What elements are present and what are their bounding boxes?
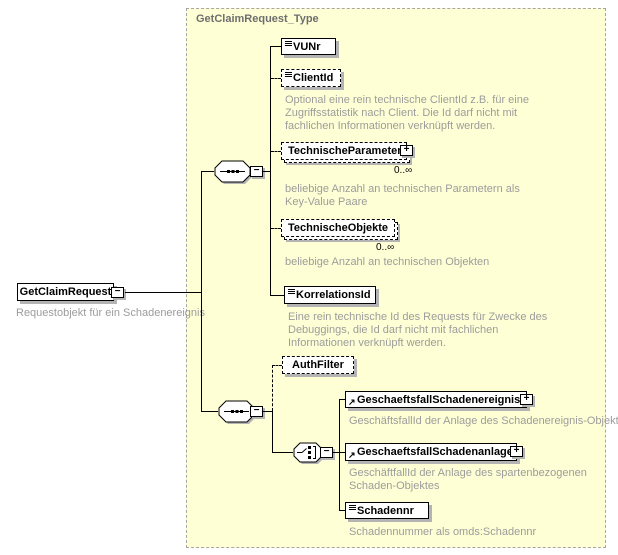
element-geschaeftsfallschadenereignis[interactable]: ↗ GeschaeftsfallSchadenereignis [345, 391, 527, 408]
annotation-geschaeftsfallschadenanlage: GeschäftfallId der Anlage des spartenbez… [349, 467, 587, 493]
element-label: GetClaimRequest [19, 286, 112, 298]
choice-compositor[interactable] [293, 442, 326, 471]
minus-icon: − [114, 286, 121, 297]
occurrence-label: 0..∞ [394, 165, 413, 176]
annotation-korrelationsid: Eine rein technische Id des Requests für… [288, 311, 547, 350]
sequence-compositor[interactable] [218, 400, 258, 431]
element-label: KorrelationsId [296, 289, 371, 301]
element-reference-icon: ↗ [348, 450, 356, 460]
annotation-line: Schaden-Objektes [349, 480, 440, 492]
connector [271, 151, 281, 152]
plus-icon: + [403, 144, 410, 155]
element-label: Schadennr [357, 504, 414, 517]
connector [263, 411, 272, 412]
minus-icon: − [253, 405, 260, 416]
annotation-clientid: Optional eine rein technische ClientId z… [285, 94, 529, 133]
annotation-line: Schadennummer als omds:Schadennr [349, 526, 537, 538]
annotation-geschaeftsfallschadenereignis: GeschäftsfallId der Anlage des Schadener… [349, 415, 618, 428]
choice-icon [293, 442, 324, 464]
element-label: TechnischeObjekte [288, 222, 389, 234]
collapse-minus-button[interactable]: − [250, 406, 263, 417]
text-content-icon [349, 505, 356, 510]
element-technische-parameter[interactable]: TechnischeParameter [281, 142, 410, 163]
element-label: GeschaeftsfallSchadenanlage [357, 446, 513, 458]
element-getclaimrequest[interactable]: GetClaimRequest [17, 283, 114, 301]
element-geschaeftsfallschadenanlage[interactable]: ↗ GeschaeftsfallSchadenanlage [345, 443, 517, 461]
annotation-line: GeschäftfallId der Anlage des spartenbez… [349, 467, 587, 479]
element-label: ClientId [293, 72, 334, 84]
connector [271, 228, 281, 229]
minus-icon: − [323, 446, 330, 457]
annotation-line: Optional eine rein technische ClientId z… [285, 94, 529, 106]
text-content-icon [285, 41, 292, 46]
connector [272, 411, 273, 452]
element-label: GeschaeftsfallSchadenereignis [357, 393, 521, 406]
text-content-icon [288, 289, 295, 294]
sequence-icon [218, 400, 256, 424]
collapse-minus-button[interactable]: − [111, 287, 124, 298]
annotation-line: Requestobjekt für ein Schadenereignis [16, 307, 205, 319]
sequence-icon [214, 160, 252, 184]
connector [340, 452, 345, 453]
expand-plus-button[interactable]: + [520, 394, 533, 405]
annotation-line: Key-Value Paare [285, 196, 368, 208]
connector [272, 365, 282, 366]
annotation-line: Debuggings, die Id darf nicht mit fachli… [288, 324, 499, 336]
minus-icon: − [253, 165, 260, 176]
connector [271, 295, 284, 296]
connector [340, 399, 345, 400]
connector [202, 171, 214, 172]
connector [333, 452, 339, 453]
connector [270, 46, 271, 296]
annotation-line: GeschäftsfallId der Anlage des Schadener… [349, 415, 618, 427]
element-authfilter[interactable]: AuthFilter [282, 356, 354, 374]
connector [271, 78, 281, 79]
annotation-line: Eine rein technische Id des Requests für… [288, 311, 548, 323]
element-clientid[interactable]: ClientId [281, 69, 341, 87]
collapse-minus-button[interactable]: − [250, 166, 263, 177]
annotation-line: Informationen verknüpft werden. [288, 337, 446, 349]
annotation-line: beliebige Anzahl an technischen Paramete… [285, 183, 520, 195]
connector [339, 399, 340, 511]
element-label: AuthFilter [292, 359, 344, 371]
connector [340, 510, 345, 511]
connector [271, 46, 281, 47]
annotation-schadennr: Schadennummer als omds:Schadennr [349, 526, 536, 539]
collapse-minus-button[interactable]: − [320, 447, 333, 458]
annotation-technische-parameter: beliebige Anzahl an technischen Paramete… [285, 183, 520, 209]
element-korrelationsid[interactable]: KorrelationsId [284, 286, 376, 304]
element-reference-icon: ↗ [348, 397, 356, 407]
expand-plus-button[interactable]: + [400, 145, 413, 156]
sequence-compositor[interactable] [214, 160, 254, 191]
connector [202, 411, 218, 412]
text-content-icon [285, 72, 292, 77]
annotation-line: fachlichen Informationen verknüpft werde… [285, 120, 496, 132]
connector [272, 452, 293, 453]
element-label: TechnischeParameter [288, 145, 402, 157]
connector [125, 292, 202, 293]
annotation-line: beliebige Anzahl an technischen Objekten [285, 256, 490, 268]
element-vunr[interactable]: VUNr [281, 38, 336, 55]
annotation-line: Zugriffsstatistik nach Client. Die Id da… [285, 107, 518, 119]
plus-icon: + [513, 445, 520, 456]
annotation-technische-objekte: beliebige Anzahl an technischen Objekten [285, 256, 489, 269]
plus-icon: + [523, 393, 530, 404]
expand-plus-button[interactable]: + [510, 446, 523, 457]
occurrence-label: 0..∞ [376, 242, 395, 253]
connector [272, 365, 273, 411]
element-label: VUNr [293, 40, 321, 53]
element-technische-objekte[interactable]: TechnischeObjekte [281, 219, 398, 240]
connector [201, 171, 202, 412]
type-title: GetClaimRequest_Type [196, 13, 319, 25]
connector [263, 171, 270, 172]
annotation-root: Requestobjekt für ein Schadenereignis [16, 307, 205, 320]
element-schadennr[interactable]: Schadennr [345, 502, 429, 519]
